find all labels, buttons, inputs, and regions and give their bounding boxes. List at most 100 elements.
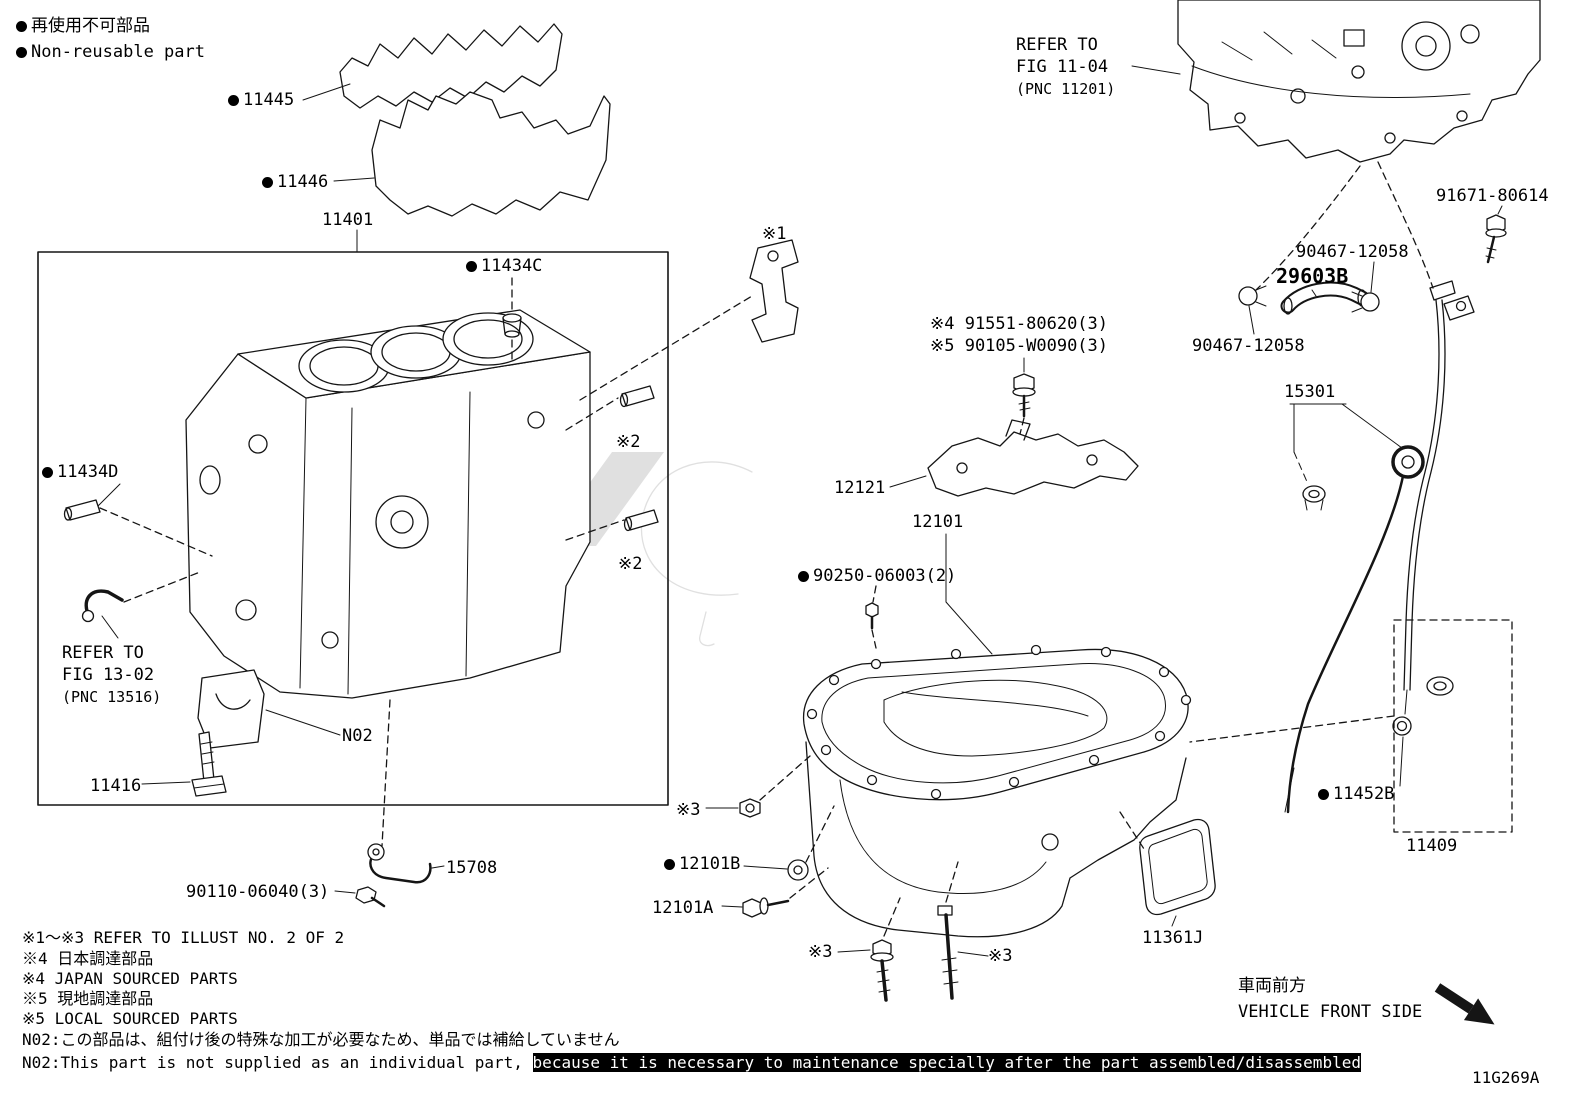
- non-reusable-dot: [16, 21, 27, 32]
- part-label-91671[interactable]: 91671-80614: [1436, 186, 1549, 207]
- part-number: 91671-80614: [1436, 186, 1549, 206]
- part-number: N02: [342, 726, 373, 746]
- part-label-91551[interactable]: ※4 91551-80620(3): [930, 314, 1108, 335]
- part-label-11401[interactable]: 11401: [322, 210, 373, 231]
- washer-12101b: [787, 805, 835, 881]
- footnote-local-jp: ※5 現地調達部品: [22, 989, 154, 1008]
- pipe-fig1302: [81, 571, 201, 623]
- part-label-11452b[interactable]: 11452B: [1318, 784, 1394, 805]
- vehicle-front-arrow: [1434, 983, 1495, 1025]
- dowel-11434d: [63, 499, 213, 557]
- legend-en-text: Non-reusable part: [31, 42, 205, 62]
- bolt-91671: [1485, 214, 1507, 264]
- non-reusable-dot: [798, 571, 809, 582]
- footnote-ref-star3-b: ※3: [808, 942, 832, 963]
- part-label-90467-a[interactable]: 90467-12058: [1296, 242, 1409, 263]
- pin-star2-a: [565, 385, 655, 431]
- vehicle-front-jp-text: 車両前方: [1238, 976, 1306, 996]
- leader-lines: [97, 65, 1503, 957]
- footnote-japan-en: ※4 JAPAN SOURCED PARTS: [22, 969, 238, 988]
- part-label-90105[interactable]: ※5 90105-W0090(3): [930, 336, 1108, 357]
- part-number: 11446: [277, 172, 329, 192]
- part-label-12101[interactable]: 12101: [912, 512, 963, 533]
- refer-line1: REFER TO: [62, 643, 144, 663]
- vehicle-front-en-text: VEHICLE FRONT SIDE: [1238, 1002, 1423, 1022]
- oil-nozzle-15708: [367, 843, 432, 884]
- part-label-12101b[interactable]: 12101B: [664, 854, 740, 875]
- plate-11361j: [1119, 811, 1216, 916]
- part-number: 12101A: [652, 898, 714, 918]
- refer-pnc: (PNC 13516): [62, 688, 162, 706]
- pin-star2-b: [565, 509, 659, 541]
- refer-fig-13-02[interactable]: REFER TO FIG 13-02 (PNC 13516): [62, 642, 161, 708]
- part-number: 11434D: [57, 462, 119, 482]
- part-label-90110[interactable]: 90110-06040(3): [186, 882, 329, 903]
- non-reusable-dot: [42, 467, 53, 478]
- footnote-ref-star2-a: ※2: [616, 432, 640, 453]
- part-number: 11452B: [1333, 784, 1395, 804]
- part-label-90250[interactable]: 90250-06003(2): [798, 566, 956, 587]
- part-number: 11434C: [481, 256, 543, 276]
- refer-line1: REFER TO: [1016, 35, 1098, 55]
- oil-pan-12101: [802, 644, 1192, 938]
- pin-11434c: [502, 277, 522, 363]
- refer-fig-11-04[interactable]: REFER TO FIG 11-04 (PNC 11201): [1016, 34, 1115, 100]
- dipstick-15301: [1284, 445, 1425, 814]
- part-label-11361j[interactable]: 11361J: [1142, 928, 1203, 949]
- footnote-japan-jp: ※4 日本調達部品: [22, 949, 154, 968]
- footnote-text: ※3: [808, 942, 833, 962]
- guide-tube-11409: [1403, 280, 1475, 715]
- non-reusable-dot: [16, 47, 27, 58]
- footnote-n02-en: N02:This part is not supplied as an indi…: [22, 1053, 1361, 1073]
- footnote-n02-jp: N02:この部品は、組付け後の特殊な加工が必要なため、単品では補給していません: [22, 1030, 620, 1049]
- footnote-text: ※2: [618, 554, 643, 574]
- part-label-15708[interactable]: 15708: [446, 858, 497, 879]
- part-number: 12101: [912, 512, 964, 532]
- legend-non-reusable-jp: 再使用不可部品: [16, 16, 150, 37]
- part-label-11434c[interactable]: 11434C: [466, 256, 542, 277]
- bolt-11416: [191, 731, 227, 797]
- legend-non-reusable-en: Non-reusable part: [16, 42, 205, 63]
- clamp-90467-right: [1351, 291, 1380, 313]
- refer-line2: FIG 13-02: [62, 665, 155, 685]
- part-label-15301[interactable]: 15301: [1284, 382, 1335, 403]
- part-label-11416[interactable]: 11416: [90, 776, 141, 797]
- footnote-text: ※2: [616, 432, 641, 452]
- part-number: 11409: [1406, 836, 1458, 856]
- part-number: 12101B: [679, 854, 741, 874]
- part-number: 12121: [834, 478, 886, 498]
- part-label-n02[interactable]: N02: [342, 726, 373, 747]
- insulator-11445: [339, 23, 563, 109]
- footnote-text: ※3: [676, 800, 701, 820]
- part-label-11445[interactable]: 11445: [228, 90, 294, 111]
- part-number: 90250-06003(2): [813, 566, 957, 586]
- block-frame-box: [37, 251, 669, 806]
- part-number: ※5 90105-W0090(3): [930, 336, 1109, 356]
- vehicle-front-en: VEHICLE FRONT SIDE: [1238, 1002, 1422, 1023]
- part-label-12101a[interactable]: 12101A: [652, 898, 713, 919]
- insulator-11446: [371, 91, 611, 217]
- part-number: 11361J: [1142, 928, 1204, 948]
- part-label-11409[interactable]: 11409: [1406, 836, 1457, 857]
- drain-plug-90250: [865, 585, 879, 649]
- part-number: 11445: [243, 90, 295, 110]
- part-number: ※4 91551-80620(3): [930, 314, 1109, 334]
- part-label-11446[interactable]: 11446: [262, 172, 328, 193]
- footnote-illust: ※1～※3 REFER TO ILLUST NO. 2 OF 2: [22, 928, 345, 947]
- part-label-12121[interactable]: 12121: [834, 478, 885, 499]
- footnote-local-en: ※5 LOCAL SOURCED PARTS: [22, 1009, 238, 1028]
- dashed-links: [1255, 161, 1434, 291]
- part-label-11434d[interactable]: 11434D: [42, 462, 118, 483]
- crankcase-fig1104: [1177, 0, 1541, 163]
- part-label-29603b[interactable]: 29603B: [1276, 266, 1348, 287]
- part-label-90467-b[interactable]: 90467-12058: [1192, 336, 1305, 357]
- stud-star3-c: [937, 861, 959, 1000]
- footnote-ref-star3-a: ※3: [676, 800, 700, 821]
- bracket-star1: [579, 239, 799, 401]
- baffle-plate-12121: [927, 419, 1139, 497]
- non-reusable-dot: [262, 177, 273, 188]
- footnote-n02-en-normal: N02:This part is not supplied as an indi…: [22, 1053, 533, 1072]
- footnote-n02-en-highlighted: because it is necessary to maintenance s…: [532, 1053, 1361, 1072]
